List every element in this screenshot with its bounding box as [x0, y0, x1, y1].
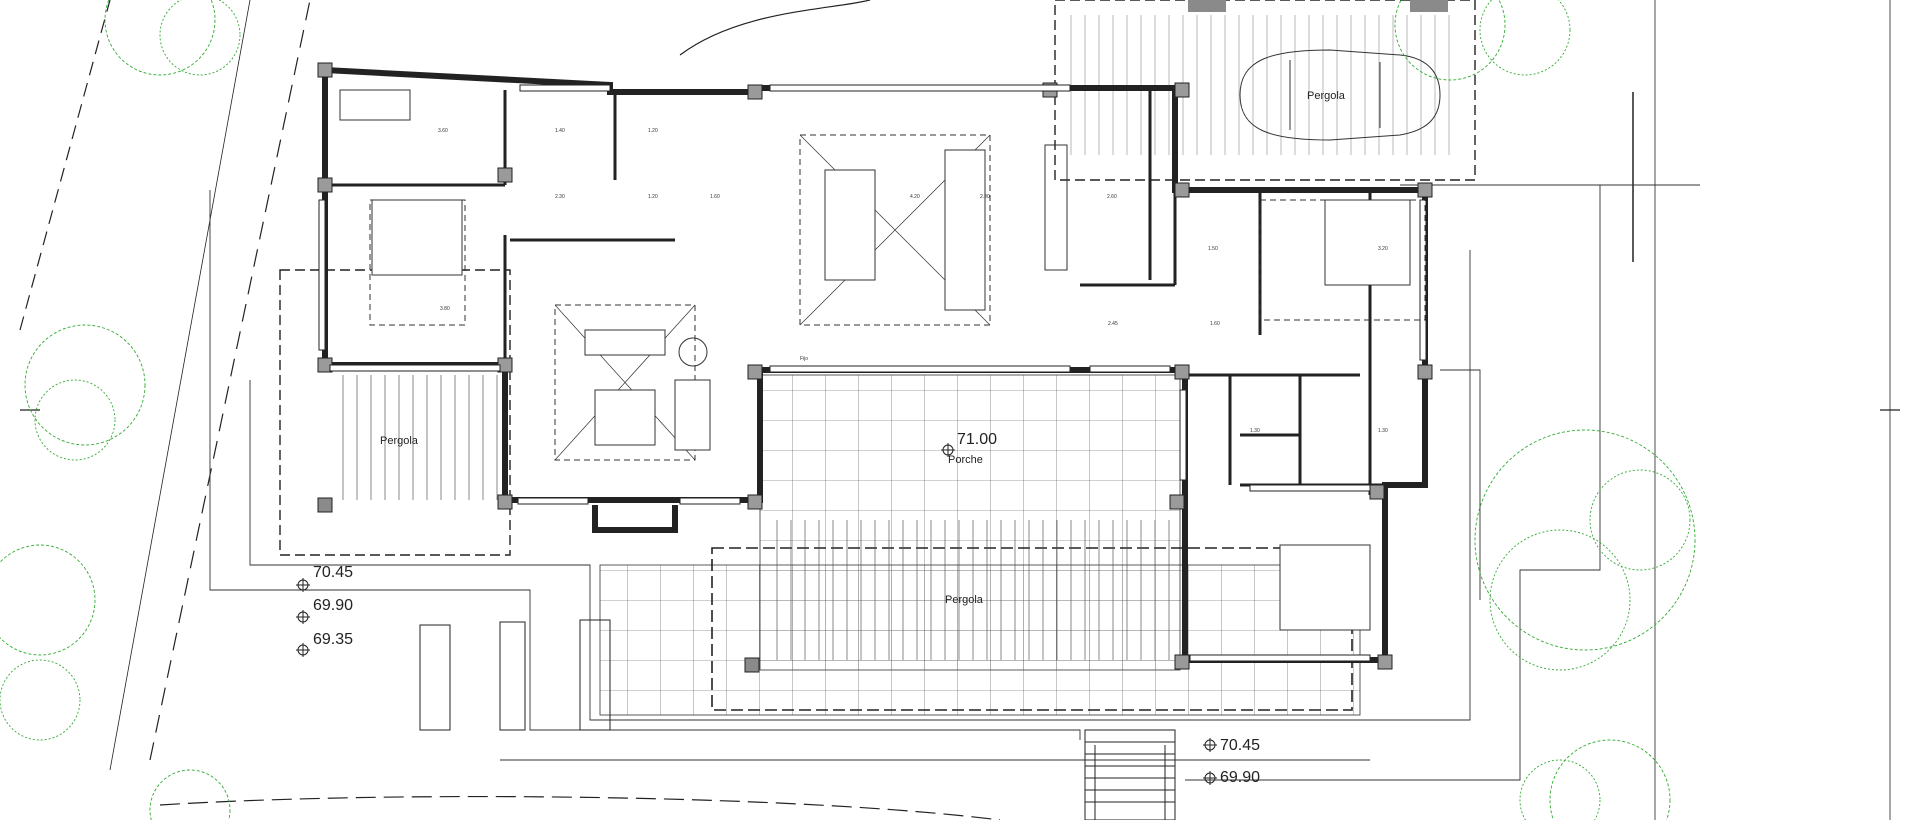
windows: [318, 84, 1427, 662]
level-left-1: 70.45: [313, 564, 353, 581]
dimension: 1.20: [648, 194, 658, 200]
trees: [0, 0, 1696, 820]
dimension: 4.20: [910, 194, 920, 200]
dimension: 1.20: [648, 128, 658, 134]
level-left-2: 69.90: [313, 597, 353, 614]
dimension: 3.60: [438, 128, 448, 134]
level-bottom-2: 69.90: [1220, 769, 1260, 786]
label-fixed: Fijo: [800, 356, 808, 362]
label-porch-level: 71.00: [957, 431, 997, 448]
dimension: 2.30: [555, 194, 565, 200]
dimension: 2.45: [1108, 321, 1118, 327]
terraces: [209, 184, 1700, 781]
pergola-bottom: [711, 520, 1353, 711]
level-markers: [296, 443, 1217, 785]
dimension: 2.60: [1107, 194, 1117, 200]
entry-stairs: [1084, 729, 1176, 820]
dimension: 2.80: [980, 194, 990, 200]
label-porch: Porche: [948, 454, 983, 466]
level-left-3: 69.35: [313, 631, 353, 648]
site-boundary: [19, 0, 1900, 820]
label-pergola-left: Pergola: [380, 435, 419, 447]
label-pergola-bottom: Pergola: [945, 594, 984, 606]
dimension: 1.50: [1208, 246, 1218, 252]
dimension: 1.60: [1210, 321, 1220, 327]
dimension: 3.80: [440, 306, 450, 312]
dimension: 1.60: [710, 194, 720, 200]
columns: [317, 62, 1433, 670]
dimension: 3.20: [1378, 246, 1388, 252]
dimension: 1.40: [555, 128, 565, 134]
car-outline: [1239, 49, 1441, 141]
label-pergola-garage: Pergola: [1307, 90, 1346, 102]
level-bottom-1: 70.45: [1220, 737, 1260, 754]
pergola-left: [279, 269, 511, 556]
dimension: 1.30: [1250, 428, 1260, 434]
furniture: [339, 89, 1426, 631]
side-steps: [419, 619, 611, 731]
dimension: 1.30: [1378, 428, 1388, 434]
